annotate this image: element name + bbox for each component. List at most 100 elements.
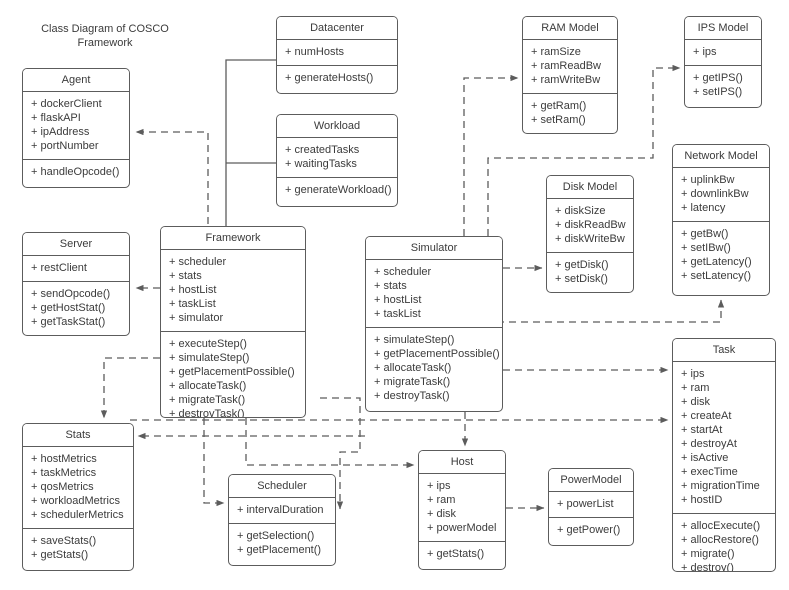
- class-method-framework: + destroyTask(): [169, 408, 245, 418]
- connector-framework-to-datacenter: [225, 59, 276, 226]
- class-attribute-task: + createAt: [681, 410, 732, 422]
- class-method-scheduler: + getPlacement(): [237, 544, 322, 556]
- class-method-scheduler: + getSelection(): [237, 530, 315, 542]
- class-attribute-framework: + taskList: [169, 298, 216, 310]
- class-attribute-task: + ram: [681, 382, 710, 394]
- class-attribute-compartment-workload: + createdTasks+ waitingTasks: [277, 138, 397, 178]
- class-box-rammodel[interactable]: RAM Model+ ramSize+ ramReadBw+ ramWriteB…: [522, 16, 618, 134]
- class-box-agent[interactable]: Agent+ dockerClient+ flaskAPI+ ipAddress…: [22, 68, 130, 188]
- class-name-ipsmodel: IPS Model: [685, 17, 761, 40]
- class-attribute-diskmodel: + diskSize: [555, 205, 606, 217]
- class-method-powermodel: + getPower(): [557, 524, 621, 536]
- connector-simulator-to-scheduler: [320, 397, 361, 510]
- class-box-powermodel[interactable]: PowerModel+ powerList+ getPower(): [548, 468, 634, 546]
- class-method-task: + destroy(): [681, 562, 734, 572]
- class-box-server[interactable]: Server+ restClient + sendOpcode() + getHos…: [22, 232, 130, 336]
- class-method-networkmodel: + setIBw(): [681, 242, 731, 254]
- class-method-stats: + getStats(): [31, 549, 89, 561]
- class-method-simulator: + getPlacementPossible(): [374, 348, 500, 360]
- class-attribute-rammodel: + ramSize: [531, 46, 581, 58]
- class-method-compartment-networkmodel: + getBw()+ setIBw()+ getLatency()+ setLa…: [673, 222, 769, 289]
- class-box-scheduler[interactable]: Scheduler+ intervalDuration+ getSelectio…: [228, 474, 336, 566]
- class-box-diskmodel[interactable]: Disk Model+ diskSize+ diskReadBw+ diskWr…: [546, 175, 634, 293]
- class-method-compartment-scheduler: + getSelection() + getPlacement(): [229, 524, 335, 563]
- class-method-compartment-ipsmodel: + getIPS()+ setIPS(): [685, 66, 761, 105]
- class-method-compartment-rammodel: + getRam()+ setRam(): [523, 94, 617, 133]
- class-method-compartment-diskmodel: + getDisk() + setDisk(): [547, 253, 633, 292]
- class-box-stats[interactable]: Stats+ hostMetrics+ taskMetrics+ qosMetr…: [22, 423, 134, 571]
- class-attribute-networkmodel: + latency: [681, 202, 726, 214]
- class-attribute-agent: + ipAddress: [31, 126, 90, 138]
- class-method-server: + getHostStat(): [31, 302, 106, 314]
- class-attribute-networkmodel: + uplinkBw: [681, 174, 735, 186]
- class-attribute-host: + disk: [427, 508, 457, 520]
- class-attribute-task: + destroyAt: [681, 438, 737, 450]
- class-method-server: + sendOpcode(): [31, 288, 111, 300]
- class-attribute-rammodel: + ramReadBw: [531, 60, 602, 72]
- class-box-framework[interactable]: Framework+ scheduler+ stats+ hostList+ t…: [160, 226, 306, 418]
- class-method-simulator: + destroyTask(): [374, 390, 450, 402]
- class-attribute-agent: + dockerClient: [31, 98, 102, 110]
- class-attribute-task: + startAt: [681, 424, 723, 436]
- class-method-ipsmodel: + getIPS(): [693, 72, 743, 84]
- class-attribute-compartment-ipsmodel: + ips: [685, 40, 761, 66]
- class-name-rammodel: RAM Model: [523, 17, 617, 40]
- class-attribute-host: + ram: [427, 494, 456, 506]
- class-box-simulator[interactable]: Simulator+ scheduler+ stats+ hostList+ t…: [365, 236, 503, 412]
- class-attribute-ipsmodel: + ips: [693, 46, 717, 58]
- class-attribute-agent: + flaskAPI: [31, 112, 81, 124]
- class-attribute-stats: + hostMetrics: [31, 453, 97, 465]
- class-attribute-simulator: + hostList: [374, 294, 422, 306]
- class-attribute-framework: + hostList: [169, 284, 217, 296]
- class-attribute-compartment-task: + ips+ ram+ disk+ createAt+ startAt+ des…: [673, 362, 775, 514]
- class-method-rammodel: + getRam(): [531, 100, 587, 112]
- class-name-diskmodel: Disk Model: [547, 176, 633, 199]
- class-method-diskmodel: + setDisk(): [555, 273, 608, 285]
- class-method-networkmodel: + getBw(): [681, 228, 729, 240]
- class-method-compartment-powermodel: + getPower(): [549, 518, 633, 543]
- class-method-diskmodel: + getDisk(): [555, 259, 609, 271]
- class-box-datacenter[interactable]: Datacenter+ numHosts+ generateHosts(): [276, 16, 398, 94]
- class-method-host: + getStats(): [427, 548, 485, 560]
- class-name-datacenter: Datacenter: [277, 17, 397, 40]
- class-attribute-task: + isActive: [681, 452, 729, 464]
- connector-simulator-to-rammodel: [463, 74, 519, 236]
- class-method-networkmodel: + getLatency(): [681, 256, 752, 268]
- class-attribute-compartment-server: + restClient: [23, 256, 129, 282]
- class-name-server: Server: [23, 233, 129, 256]
- class-method-datacenter: + generateHosts(): [285, 72, 374, 84]
- class-method-agent: + handleOpcode(): [31, 166, 120, 178]
- class-box-ipsmodel[interactable]: IPS Model + ips + getIPS()+ setIPS(): [684, 16, 762, 108]
- class-attribute-networkmodel: + downlinkBw: [681, 188, 749, 200]
- class-attribute-compartment-framework: + scheduler+ stats+ hostList+ taskList+ …: [161, 250, 305, 332]
- class-attribute-scheduler: + intervalDuration: [237, 504, 324, 516]
- class-box-host[interactable]: Host+ ips+ ram+ disk+ powerModel+ getSta…: [418, 450, 506, 570]
- class-name-host: Host: [419, 451, 505, 474]
- class-method-compartment-task: + allocExecute()+ allocRestore()+ migrat…: [673, 514, 775, 572]
- class-name-simulator: Simulator: [366, 237, 502, 260]
- class-method-framework: + simulateStep(): [169, 352, 250, 364]
- class-attribute-workload: + createdTasks: [285, 144, 360, 156]
- class-attribute-simulator: + scheduler: [374, 266, 432, 278]
- class-attribute-stats: + taskMetrics: [31, 467, 97, 479]
- class-method-compartment-framework: + executeStep()+ simulateStep()+ getPlac…: [161, 332, 305, 418]
- class-box-workload[interactable]: Workload+ createdTasks+ waitingTasks+ ge…: [276, 114, 398, 207]
- class-method-framework: + getPlacementPossible(): [169, 366, 295, 378]
- connector-simulator-to-ipsmodel: [487, 64, 681, 236]
- class-method-stats: + saveStats(): [31, 535, 97, 547]
- diagram-title: Class Diagram of COSCO Framework: [41, 23, 169, 49]
- class-attribute-host: + powerModel: [427, 522, 497, 534]
- class-method-simulator: + simulateStep(): [374, 334, 455, 346]
- class-attribute-task: + ips: [681, 368, 705, 380]
- class-name-framework: Framework: [161, 227, 305, 250]
- connector-framework-to-scheduler: [203, 418, 225, 507]
- class-box-task[interactable]: Task+ ips+ ram+ disk+ createAt+ startAt+…: [672, 338, 776, 572]
- class-attribute-framework: + scheduler: [169, 256, 227, 268]
- class-attribute-agent: + portNumber: [31, 140, 99, 152]
- class-attribute-compartment-powermodel: + powerList: [549, 492, 633, 518]
- class-method-task: + allocRestore(): [681, 534, 759, 546]
- connector-framework-to-host: [245, 418, 415, 469]
- class-box-networkmodel[interactable]: Network Model+ uplinkBw+ downlinkBw+ lat…: [672, 144, 770, 296]
- class-attribute-diskmodel: + diskWriteBw: [555, 233, 625, 245]
